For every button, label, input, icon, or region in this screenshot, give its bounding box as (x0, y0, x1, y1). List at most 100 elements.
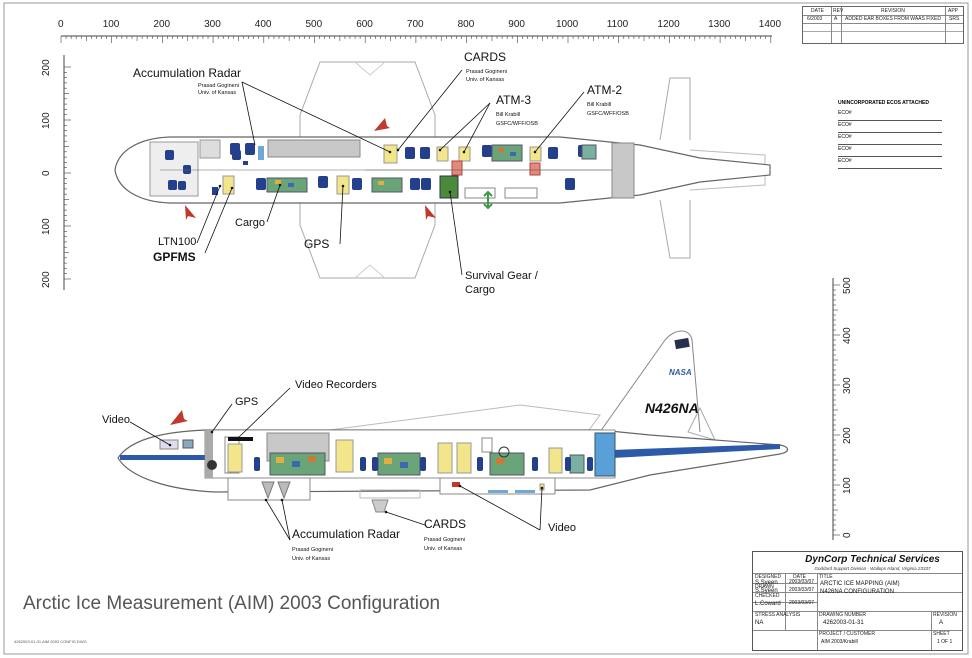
left-ruler-tick-label: 100 (41, 218, 52, 235)
tail-number: N426NA (645, 400, 699, 416)
eco-item: ECO# (838, 158, 942, 169)
designed-label: DESIGNED (755, 574, 782, 580)
eco-item: ECO# (838, 122, 942, 133)
eco-item: ECO# (838, 134, 942, 145)
footer-code: 4262003-01-31 AIM 2003 CONFIG.DWG (14, 639, 87, 644)
top-ruler-tick-label: 300 (204, 19, 221, 30)
company-subtitle: Goddard Support Division - Wallops Islan… (814, 566, 931, 571)
eco-list: UNINCORPORATED ECOS ATTACHED ECO# ECO# E… (838, 100, 942, 169)
survival-gear-label: Survival Gear / (465, 270, 538, 282)
drawing-number-label: DRAWING NUMBER (819, 612, 867, 618)
top-ruler-tick-label: 100 (102, 19, 120, 30)
revision-label: REVISION (933, 612, 957, 618)
drawing-caption: Arctic Ice Measurement (AIM) 2003 Config… (23, 593, 441, 614)
top-ruler-tick-label: 500 (305, 19, 323, 30)
eco-item: ECO# (838, 110, 942, 121)
title-line-2: N426NA CONFIGURATION (820, 589, 894, 595)
top-ruler-tick-label: 200 (153, 19, 171, 30)
checked-date: 2003/03/07 (789, 600, 815, 606)
left-ruler-tick-label: 100 (41, 112, 52, 129)
company-name: DynCorp Technical Services (805, 554, 940, 565)
survival-gear-label-2: Cargo (465, 284, 495, 296)
right-ruler-tick-label: 500 (842, 277, 853, 294)
drawn-by: S.Syeen (755, 588, 778, 594)
eco-heading: UNINCORPORATED ECOS ATTACHED (838, 100, 929, 106)
atm3-org: GSFC/WFF/OSB (496, 121, 538, 127)
accumulation-radar-org: Univ. of Kansas (198, 90, 237, 96)
gpfms-label: GPFMS (153, 250, 196, 264)
gps-top-label: GPS (304, 237, 330, 251)
sheet-label: SHEET (933, 631, 950, 637)
project-label: PROJECT / CUSTOMER (819, 631, 875, 637)
title-label: TITLE (819, 574, 833, 580)
top-ruler-tick-label: 1000 (556, 19, 579, 30)
atm2-label: ATM-2 (587, 83, 623, 97)
rev-col-rev: REV (833, 8, 844, 14)
rev-col-revision: REVISION (881, 8, 905, 14)
video-recorders-label: Video Recorders (295, 379, 377, 391)
top-ruler-tick-label: 1400 (758, 19, 782, 30)
right-ruler-tick-label: 200 (842, 427, 853, 444)
checked-label: CHECKED (755, 593, 780, 599)
cards-side-pi: Prasad Gogineni (424, 537, 465, 543)
revision-value: A (939, 620, 944, 626)
top-ruler-tick-label: 1200 (657, 19, 680, 30)
top-view-aircraft (114, 61, 771, 279)
drawn-date: 2003/03/07 (789, 587, 815, 593)
left-ruler-tick-label: 0 (41, 170, 52, 176)
revision-table: DATE REV REVISION APP 6/2003 A ADDED EAR… (802, 6, 964, 44)
checked-by: L.Coward (755, 601, 781, 607)
cards-org: Univ. of Kansas (466, 77, 505, 83)
side-view-aircraft (117, 330, 789, 541)
gps-side-label: GPS (235, 396, 259, 408)
cards-side-label: CARDS (424, 517, 467, 531)
cards-side-org: Univ. of Kansas (424, 546, 463, 552)
right-ruler-tick-label: 100 (842, 477, 853, 494)
left-ruler-tick-label: 200 (41, 59, 52, 76)
eco-item: ECO# (838, 146, 942, 157)
accumulation-radar-side-org: Univ. of Kansas (292, 556, 331, 562)
rev-row-app: SRS (949, 16, 960, 22)
sheet-value: 1 OF 1 (937, 639, 953, 645)
title-block: DynCorp Technical Services Goddard Suppo… (752, 551, 963, 651)
cargo-label: Cargo (235, 217, 265, 229)
top-ruler (60, 35, 772, 43)
designed-date: 2003/03/07 (789, 579, 815, 585)
top-ruler-tick-label: 600 (356, 19, 373, 30)
nasa-logo: NASA (669, 368, 692, 377)
atm3-label: ATM-3 (496, 93, 532, 107)
rev-row-rev: A (834, 16, 838, 22)
rev-col-app: APP (948, 8, 959, 14)
rev-row-date: 6/2003 (807, 16, 823, 22)
top-ruler-tick-label: 900 (508, 19, 525, 30)
top-ruler-tick-label: 400 (254, 19, 272, 30)
video-belly-label: Video (548, 522, 576, 534)
accumulation-radar-side-label: Accumulation Radar (292, 527, 401, 541)
cards-pi: Prasad Gogineni (466, 69, 507, 75)
atm2-org: GSFC/WFF/OSB (587, 111, 629, 117)
rev-col-date: DATE (811, 8, 824, 14)
video-nose-label: Video (102, 414, 130, 426)
drawn-label: DRAWN (755, 584, 774, 590)
right-ruler-tick-label: 300 (842, 377, 853, 394)
designed-by: S.Syeen (755, 580, 778, 586)
right-ruler-tick-label: 0 (842, 532, 853, 538)
top-ruler-tick-label: 1100 (606, 19, 629, 30)
drawing-number: 4262003-01-31 (823, 620, 864, 626)
right-ruler-tick-label: 400 (842, 327, 853, 344)
ltn100-label: LTN100 (158, 236, 197, 248)
stress-label: STRESS ANALYSIS (755, 612, 801, 618)
stress-by: NA (755, 620, 764, 626)
left-ruler (63, 55, 71, 290)
top-ruler-tick-label: 800 (457, 19, 475, 30)
right-ruler (832, 278, 840, 540)
atm2-pi: Bill Krabill (587, 102, 612, 108)
atm3-pi: Bill Krabill (496, 112, 521, 118)
rev-row-text: ADDED EAR BOXES FROM WAAS FIXED (845, 16, 941, 22)
cards-label: CARDS (464, 50, 507, 64)
top-ruler-tick-label: 700 (406, 19, 424, 30)
top-ruler-tick-label: 0 (58, 19, 64, 30)
accumulation-radar-pi: Prasad Gogineni (198, 83, 239, 89)
